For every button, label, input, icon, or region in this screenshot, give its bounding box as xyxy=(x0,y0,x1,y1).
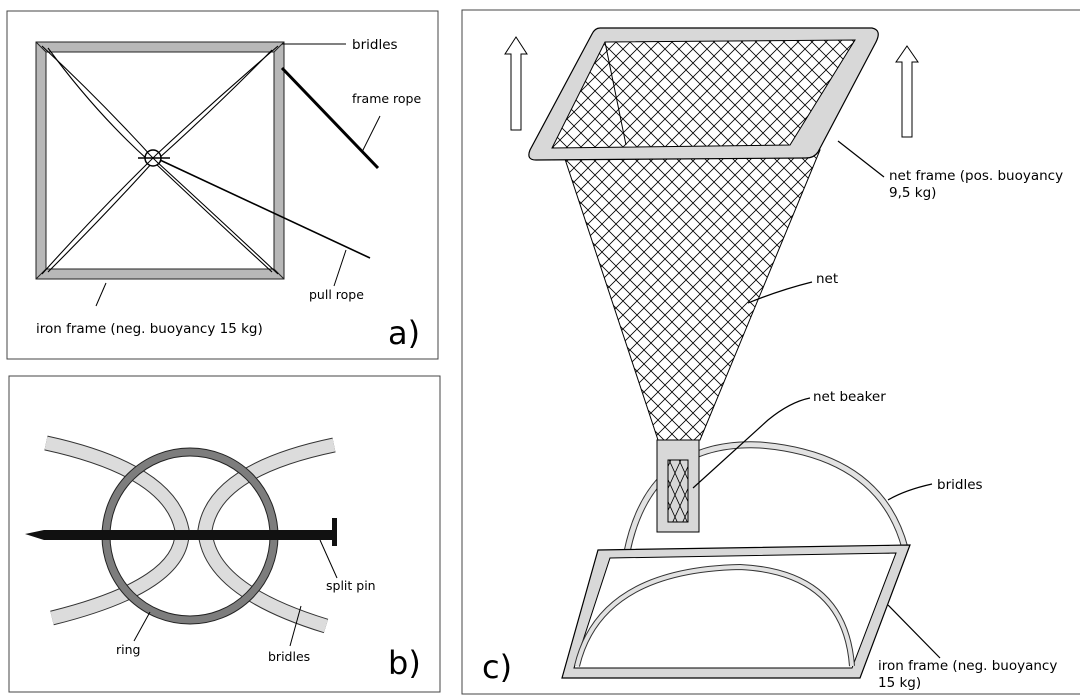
net-cone xyxy=(561,149,821,441)
panel-letter-b: b) xyxy=(388,644,421,682)
panel-c-border xyxy=(461,9,1080,695)
bridle-arches-c xyxy=(623,441,909,553)
ring-leader xyxy=(133,611,151,642)
frame-rope-leader xyxy=(361,115,381,153)
up-arrow-right-icon xyxy=(895,45,919,138)
panel-c: net frame (pos. buoyancy 9,5 kg) net net… xyxy=(461,9,1080,695)
iron-frame-leader-c xyxy=(887,604,941,659)
frame-rope-line xyxy=(280,66,380,170)
split-pin-leader xyxy=(319,539,338,579)
label-bridles-a: bridles xyxy=(352,37,398,53)
net-frame xyxy=(528,27,879,161)
up-arrow-left-icon xyxy=(504,36,528,131)
net-frame-leader xyxy=(837,140,885,178)
label-split-pin: split pin xyxy=(326,578,376,593)
label-pull-rope: pull rope xyxy=(309,287,364,302)
bridles-leader-c xyxy=(887,483,933,501)
net-leader xyxy=(747,281,813,304)
panel-a: bridles frame rope pull rope iron frame … xyxy=(6,10,439,360)
label-bridles-c: bridles xyxy=(937,477,983,493)
panel-letter-a: a) xyxy=(388,314,420,352)
split-pin xyxy=(25,518,337,546)
net-beaker-leader xyxy=(692,397,811,489)
label-net: net xyxy=(816,271,838,287)
pull-rope-leader xyxy=(333,249,347,287)
label-bridles-b: bridles xyxy=(268,649,310,664)
bridle-arch-lower xyxy=(574,563,855,667)
bridle-lines-a xyxy=(41,45,279,275)
label-ring: ring xyxy=(116,642,140,657)
center-ring-a xyxy=(138,149,170,167)
iron-frame-leader-a xyxy=(95,282,107,307)
panel-a-border xyxy=(6,10,439,360)
panel-b: split pin ring bridles b) xyxy=(8,375,441,693)
label-frame-rope: frame rope xyxy=(352,91,421,106)
net-beaker xyxy=(656,439,700,533)
label-net-frame-line2: 9,5 kg) xyxy=(889,185,936,201)
bridles-leader-b xyxy=(289,605,302,647)
label-iron-frame-c-line2: 15 kg) xyxy=(878,675,921,691)
label-net-beaker: net beaker xyxy=(813,389,886,405)
label-iron-frame-c-line1: iron frame (neg. buoyancy xyxy=(878,658,1057,674)
pull-rope-line xyxy=(159,159,371,259)
panel-b-border xyxy=(8,375,441,693)
label-net-frame-line1: net frame (pos. buoyancy xyxy=(889,168,1063,184)
panel-letter-c: c) xyxy=(482,648,512,686)
label-iron-frame-a: iron frame (neg. buoyancy 15 kg) xyxy=(36,321,263,337)
